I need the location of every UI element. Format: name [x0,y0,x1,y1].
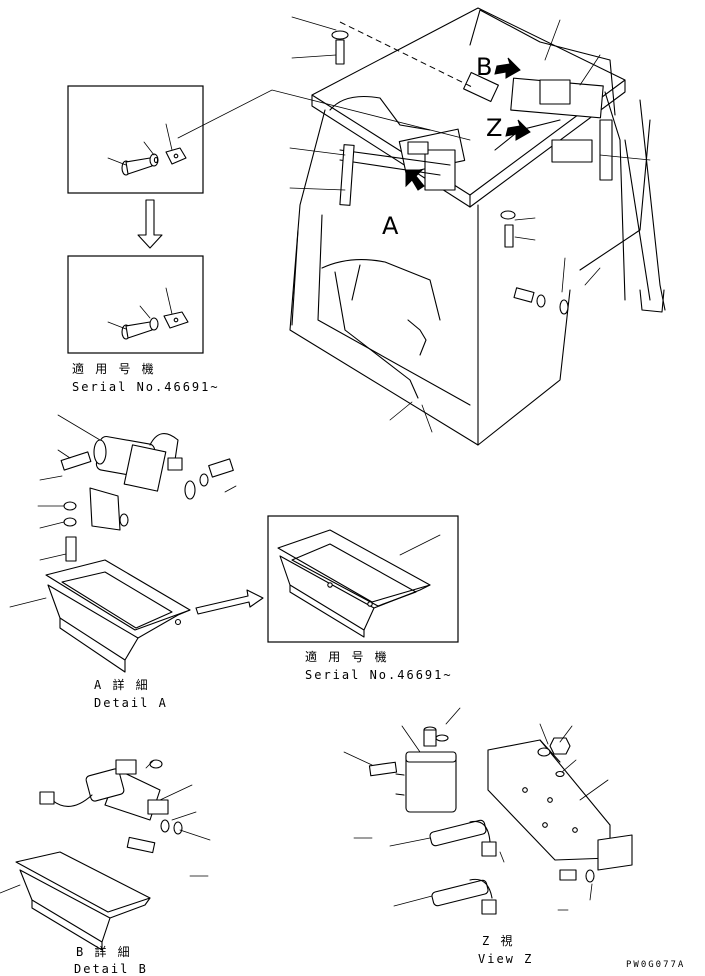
detail-b-caption-jp: B 詳 細 [76,945,132,959]
inset-box-lower [67,255,204,354]
inset-mid-caption-jp: 適 用 号 機 [305,650,389,664]
main-label-b: B [476,53,493,81]
inset-mid-caption-serial: Serial No.46691~ [305,668,453,682]
inset-top-caption-jp: 適 用 号 機 [72,362,156,376]
view-z-caption-en: View Z [478,952,534,966]
detail-b-assembly [0,759,211,951]
tray-inset-box [267,515,459,643]
view-z-assembly [343,707,633,915]
view-z-caption-jp: Z 視 [482,934,515,948]
detail-b-caption-en: Detail B [74,962,148,976]
main-label-z: Z [486,114,503,142]
inset-box-upper [67,85,204,194]
inset-arrow-down [137,199,163,249]
detail-a-assembly [9,414,264,673]
main-cab-assembly [177,7,666,446]
main-label-a: A [382,212,399,240]
inset-top-caption-serial: Serial No.46691~ [72,380,220,394]
detail-a-caption-jp: A 詳 細 [94,678,150,692]
detail-a-caption-en: Detail A [94,696,168,710]
drawing-code: PW0G077A [626,960,686,970]
